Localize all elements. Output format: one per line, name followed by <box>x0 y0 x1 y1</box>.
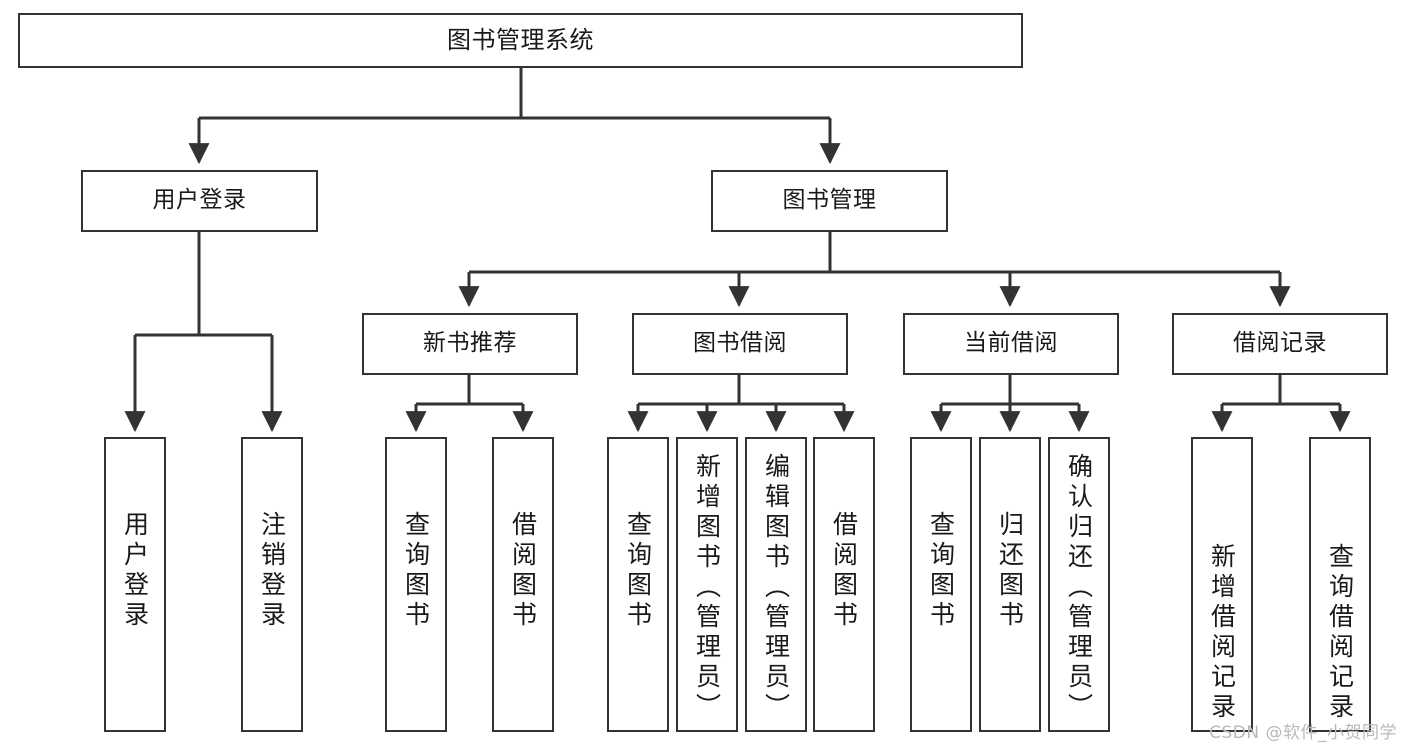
node-label: 借阅图书 <box>508 511 538 631</box>
node-label: 当前借阅 <box>964 330 1058 357</box>
node-label: 借阅图书 <box>829 511 859 631</box>
node-leaf-add-book-admin[interactable]: 新增图书（管理员） <box>676 437 738 732</box>
csdn-watermark: CSDN @软件_小贺同学 <box>1209 723 1397 743</box>
node-leaf-return-book[interactable]: 归还图书 <box>979 437 1041 732</box>
node-leaf-user-login[interactable]: 用户登录 <box>104 437 166 732</box>
node-label: 确认归还（管理员） <box>1064 453 1094 723</box>
node-book-management[interactable]: 图书管理 <box>711 170 948 232</box>
node-user-login[interactable]: 用户登录 <box>81 170 318 232</box>
node-leaf-query-borrow-record[interactable]: 查询借阅记录 <box>1309 437 1371 732</box>
node-leaf-query-book-borrow[interactable]: 查询图书 <box>607 437 669 732</box>
node-label: 新书推荐 <box>423 330 517 357</box>
node-leaf-edit-book-admin[interactable]: 编辑图书（管理员） <box>745 437 807 732</box>
node-label: 图书管理 <box>782 187 877 214</box>
node-label: 图书管理系统 <box>447 26 594 55</box>
node-label: 图书借阅 <box>693 330 787 357</box>
node-new-book-recommend[interactable]: 新书推荐 <box>362 313 578 375</box>
node-leaf-query-book-newbook[interactable]: 查询图书 <box>385 437 447 732</box>
node-leaf-borrow-book-borrow[interactable]: 借阅图书 <box>813 437 875 732</box>
node-current-borrow[interactable]: 当前借阅 <box>903 313 1119 375</box>
node-leaf-confirm-return-admin[interactable]: 确认归还（管理员） <box>1048 437 1110 732</box>
node-label: 查询图书 <box>623 511 653 631</box>
node-label: 用户登录 <box>152 187 247 214</box>
node-book-management-system[interactable]: 图书管理系统 <box>18 13 1023 68</box>
node-label: 借阅记录 <box>1233 330 1327 357</box>
node-label: 注销登录 <box>257 511 287 631</box>
node-book-borrow[interactable]: 图书借阅 <box>632 313 848 375</box>
node-label: 用户登录 <box>120 511 150 631</box>
node-label: 新增图书（管理员） <box>692 453 722 723</box>
node-leaf-logout[interactable]: 注销登录 <box>241 437 303 732</box>
node-borrow-records[interactable]: 借阅记录 <box>1172 313 1388 375</box>
node-leaf-add-borrow-record[interactable]: 新增借阅记录 <box>1191 437 1253 732</box>
node-label: 归还图书 <box>995 511 1025 631</box>
node-leaf-borrow-book-newbook[interactable]: 借阅图书 <box>492 437 554 732</box>
node-label: 查询借阅记录 <box>1325 543 1355 723</box>
node-leaf-query-book-current[interactable]: 查询图书 <box>910 437 972 732</box>
node-label: 查询图书 <box>926 511 956 631</box>
node-label: 查询图书 <box>401 511 431 631</box>
node-label: 编辑图书（管理员） <box>761 453 791 723</box>
node-label: 新增借阅记录 <box>1207 543 1237 723</box>
